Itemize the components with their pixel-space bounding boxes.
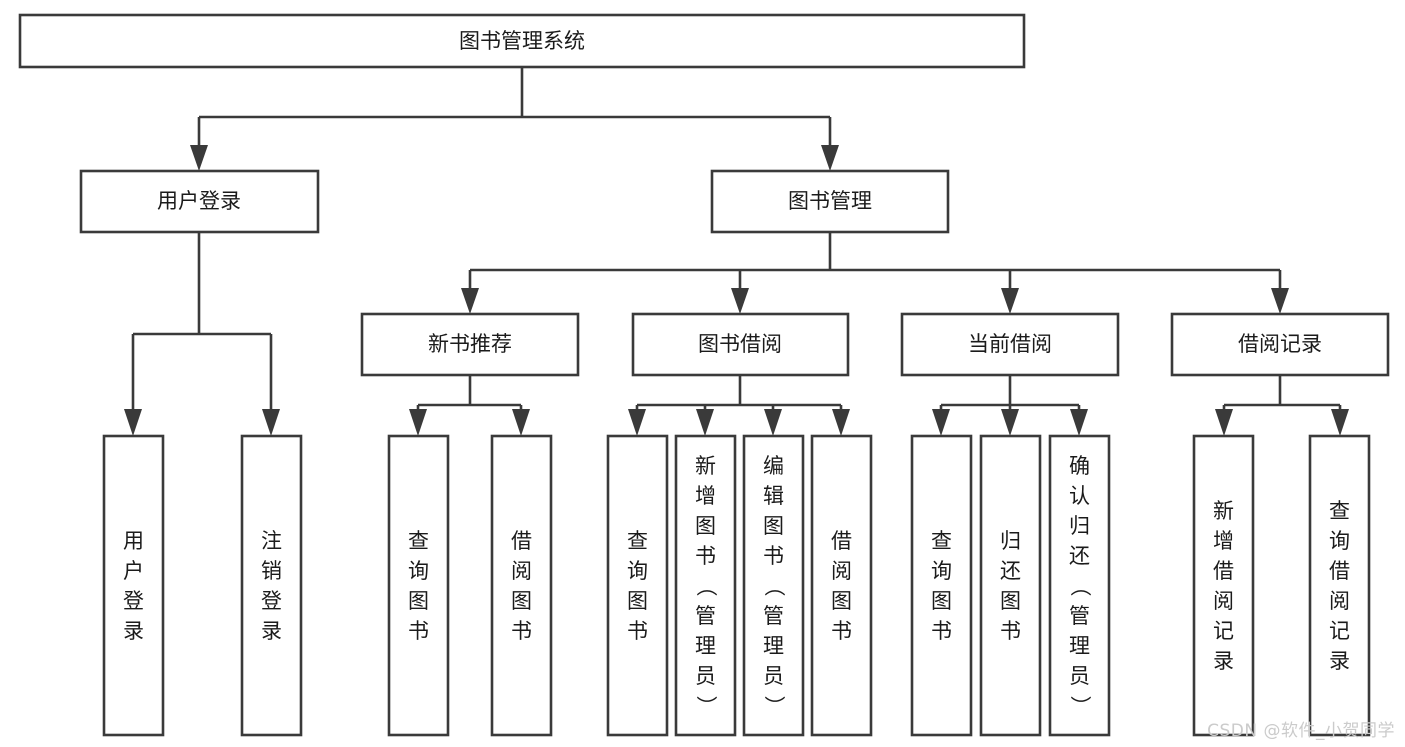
leaf-rec-add-record-box[interactable] <box>1192 434 1255 737</box>
leaf-cb-confirm-return[interactable] <box>1048 434 1111 737</box>
node-book-management-label: 图书管理 <box>788 189 872 213</box>
leaf-cb-query-book-box[interactable] <box>910 434 973 737</box>
arrow-to-leaf-logout <box>262 409 280 436</box>
arrow-to-leaf-cb-confirm <box>1070 409 1088 436</box>
leaf-bw-query-book[interactable] <box>606 434 669 737</box>
leaf-nb-query-book-box[interactable] <box>387 434 450 737</box>
node-root-system-box[interactable] <box>18 13 1026 69</box>
node-borrow-records-label: 借阅记录 <box>1238 332 1322 356</box>
leaf-cb-return-book[interactable] <box>979 434 1042 737</box>
arrow-to-leaf-bw-edit <box>764 409 782 436</box>
leaf-cb-query-book[interactable] <box>910 434 973 737</box>
connector-layer <box>124 67 1349 436</box>
arrow-to-leaf-nb-query <box>409 409 427 436</box>
arrow-to-leaf-rec-add <box>1215 409 1233 436</box>
arrow-to-book-mgmt <box>821 145 839 171</box>
arrow-to-leaf-bw-query <box>628 409 646 436</box>
node-book-borrow-box[interactable] <box>631 312 850 377</box>
leaf-bw-borrow-book[interactable] <box>810 434 873 737</box>
leaf-nb-borrow-book-box[interactable] <box>490 434 553 737</box>
arrow-to-current <box>1001 288 1019 314</box>
node-borrow-records-box[interactable] <box>1170 312 1390 377</box>
arrow-to-borrow <box>731 288 749 314</box>
leaf-rec-query-record[interactable] <box>1308 434 1371 737</box>
node-new-book-recommend-box[interactable] <box>360 312 580 377</box>
node-current-borrow-box[interactable] <box>900 312 1120 377</box>
arrow-to-user-login <box>190 145 208 171</box>
node-new-book-recommend[interactable]: 新书推荐 <box>360 312 580 377</box>
arrow-to-leaf-cb-return <box>1001 409 1019 436</box>
node-book-borrow[interactable]: 图书借阅 <box>631 312 850 377</box>
leaf-logout-login[interactable] <box>240 434 303 737</box>
arrow-to-leaf-bw-borrow <box>832 409 850 436</box>
arrow-to-new-book <box>461 288 479 314</box>
arrow-to-leaf-user-login <box>124 409 142 436</box>
node-book-borrow-label: 图书借阅 <box>698 332 782 356</box>
node-root-system[interactable]: 图书管理系统 <box>18 13 1026 69</box>
leaf-rec-query-record-box[interactable] <box>1308 434 1371 737</box>
leaf-user-login[interactable] <box>102 434 165 737</box>
node-current-borrow[interactable]: 当前借阅 <box>900 312 1120 377</box>
leaf-bw-add-book-box[interactable] <box>674 434 737 737</box>
leaf-logout-login-box[interactable] <box>240 434 303 737</box>
leaf-bw-add-book[interactable] <box>674 434 737 737</box>
arrow-to-leaf-nb-borrow <box>512 409 530 436</box>
node-user-login[interactable]: 用户登录 <box>79 169 320 234</box>
leaf-bw-edit-book[interactable] <box>742 434 805 737</box>
leaf-nb-borrow-book[interactable] <box>490 434 553 737</box>
node-current-borrow-label: 当前借阅 <box>968 332 1052 356</box>
leaf-user-login-box[interactable] <box>102 434 165 737</box>
arrow-to-leaf-bw-add <box>696 409 714 436</box>
arrow-to-leaf-cb-query <box>932 409 950 436</box>
leaf-bw-borrow-book-box[interactable] <box>810 434 873 737</box>
leaf-nb-query-book[interactable] <box>387 434 450 737</box>
node-borrow-records[interactable]: 借阅记录 <box>1170 312 1390 377</box>
leaf-cb-return-book-box[interactable] <box>979 434 1042 737</box>
arrow-to-leaf-rec-query <box>1331 409 1349 436</box>
node-book-management[interactable]: 图书管理 <box>710 169 950 234</box>
node-root-system-label: 图书管理系统 <box>459 29 585 53</box>
leaf-bw-query-book-box[interactable] <box>606 434 669 737</box>
node-user-login-box[interactable] <box>79 169 320 234</box>
csdn-watermark: CSDN @软件_小贺同学 <box>1207 721 1395 741</box>
node-book-management-box[interactable] <box>710 169 950 234</box>
node-user-login-label: 用户登录 <box>157 189 241 213</box>
leaf-bw-edit-book-box[interactable] <box>742 434 805 737</box>
arrow-to-records <box>1271 288 1289 314</box>
leaf-cb-confirm-return-box[interactable] <box>1048 434 1111 737</box>
leaf-rec-add-record[interactable] <box>1192 434 1255 737</box>
node-new-book-recommend-label: 新书推荐 <box>428 332 512 356</box>
